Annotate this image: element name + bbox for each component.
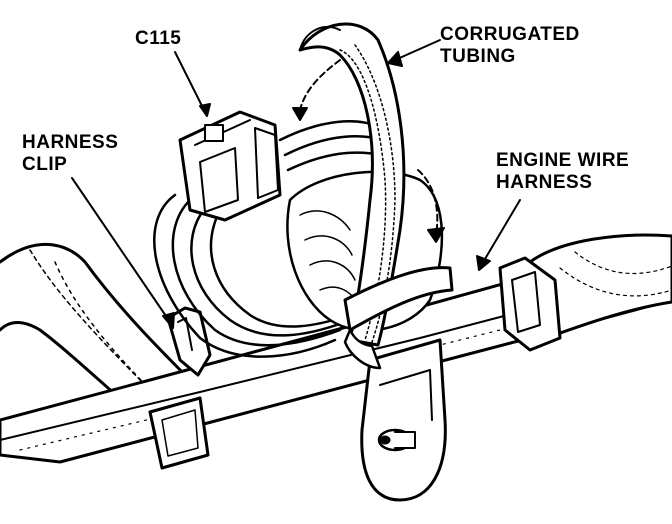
c115-connector [178,110,282,222]
c115-label-text: C115 [135,28,182,49]
engine-wire-harness-label: ENGINE WIRE HARNESS [496,150,629,194]
harness-clip-label: HARNESS CLIP [22,132,118,176]
corrugated-tubing-label-line1: CORRUGATED [440,24,580,45]
harness-clip-leader-line [71,177,171,323]
mounting-bracket [360,338,447,502]
c115-leader-line [174,51,206,113]
corrugated-tubing-label: CORRUGATED TUBING [440,24,580,68]
leader-lines [71,39,521,329]
harness-clip-label-line2: CLIP [22,154,68,175]
harness-clip-label-line1: HARNESS [22,132,119,153]
corrugated-tubing-leader-line [394,39,441,61]
c115-label: C115 [135,28,181,50]
lower-left-clip [148,396,210,470]
wire-bundle [153,120,402,358]
corrugated-tubing-label-line2: TUBING [440,46,516,67]
right-retaining-clip [498,256,562,352]
engine-wire-harness-label-line2: HARNESS [496,172,593,193]
engine-wire-harness-label-line1: ENGINE WIRE [496,150,630,171]
motion-arrows [292,59,445,243]
harness-strap [343,266,454,370]
harness-clip [166,306,212,377]
engine-wire-harness-leader-line [481,199,521,265]
